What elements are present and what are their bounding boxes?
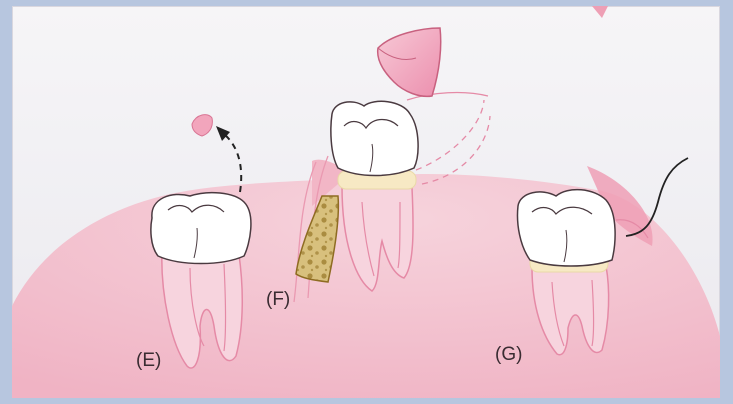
flap-edge-top-right bbox=[592, 6, 608, 18]
label-f: (F) bbox=[266, 289, 290, 311]
label-g: (G) bbox=[495, 344, 522, 366]
removed-cap-e bbox=[192, 115, 212, 136]
dental-illustration bbox=[12, 6, 720, 398]
figure-frame: (E) (F) (G) bbox=[12, 6, 720, 398]
removed-flap-f bbox=[378, 28, 441, 96]
label-e: (E) bbox=[136, 350, 161, 372]
arrow-path-e bbox=[224, 134, 241, 192]
